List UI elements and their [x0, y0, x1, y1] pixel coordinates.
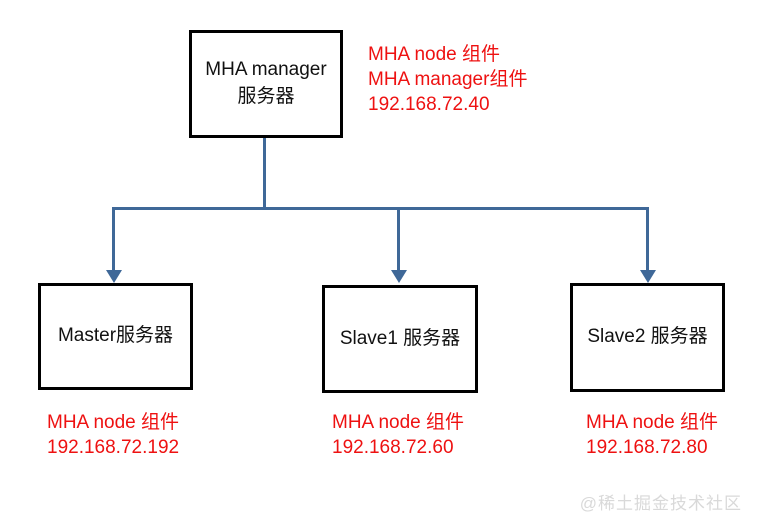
node-slave1-server: Slave1 服务器	[322, 285, 478, 393]
arrowhead-to-master-icon	[106, 270, 122, 283]
node-master-server: Master服务器	[38, 283, 193, 390]
arrowhead-to-slave2-icon	[640, 270, 656, 283]
annotation-manager-line2: MHA manager组件	[368, 69, 528, 90]
node-slave2-server: Slave2 服务器	[570, 283, 725, 392]
annotation-manager-line1: MHA node 组件	[368, 44, 500, 65]
annotation-manager-ip: 192.168.72.40	[368, 94, 490, 115]
annotation-slave2: MHA node 组件 192.168.72.80	[586, 410, 718, 460]
annotation-manager: MHA node 组件 MHA manager组件 192.168.72.40	[368, 42, 527, 117]
annotation-slave2-line1: MHA node 组件	[586, 412, 718, 433]
connector-drop-slave1	[397, 207, 400, 271]
annotation-master: MHA node 组件 192.168.72.192	[47, 410, 179, 460]
node-mha-manager-label-line2: 服务器	[237, 86, 295, 107]
annotation-slave2-ip: 192.168.72.80	[586, 437, 708, 458]
annotation-master-ip: 192.168.72.192	[47, 437, 180, 458]
node-slave2-server-label: Slave2 服务器	[587, 326, 708, 348]
node-master-server-label: Master服务器	[57, 325, 174, 347]
arrowhead-to-slave1-icon	[391, 270, 407, 283]
community-watermark: @稀土掘金技术社区	[579, 494, 742, 513]
node-mha-manager-label-line1: MHA manager	[205, 59, 327, 81]
connector-drop-slave2	[646, 207, 649, 271]
annotation-slave1-ip: 192.168.72.60	[332, 437, 454, 458]
annotation-master-line1: MHA node 组件	[47, 412, 179, 433]
connector-bus-line	[112, 207, 649, 210]
annotation-slave1: MHA node 组件 192.168.72.60	[332, 410, 464, 460]
node-mha-manager: MHA manager 服务器	[189, 30, 343, 138]
annotation-slave1-line1: MHA node 组件	[332, 412, 464, 433]
node-slave1-server-label: Slave1 服务器	[339, 327, 461, 349]
connector-trunk-line	[263, 138, 266, 210]
connector-drop-master	[112, 207, 115, 271]
